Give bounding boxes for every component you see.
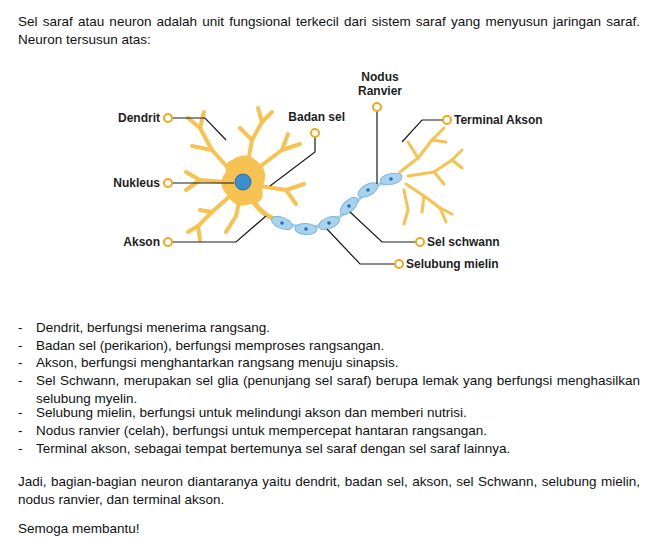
bullet-dash: - bbox=[18, 319, 32, 337]
dendrites bbox=[186, 108, 462, 240]
bullet-text: Nodus ranvier (celah), berfungsi untuk m… bbox=[36, 422, 640, 440]
schwann-cells bbox=[270, 171, 403, 235]
bullet-text: Selubung mielin, berfungsi untuk melindu… bbox=[36, 404, 640, 422]
bullet-text: Terminal akson, sebagai tempat bertemuny… bbox=[36, 440, 640, 458]
part-label: Dendrit bbox=[0, 111, 160, 125]
intro-paragraph: Sel saraf atau neuron adalah unit fungsi… bbox=[18, 13, 640, 48]
schwann-nuclei bbox=[280, 177, 393, 231]
bullet-dash: - bbox=[18, 354, 32, 372]
part-label: Nodus Ranvier bbox=[345, 70, 415, 98]
part-label: Sel schwann bbox=[427, 235, 577, 249]
closing-note: Semoga membantu! bbox=[18, 520, 318, 538]
part-label: Nukleus bbox=[0, 176, 160, 190]
part-label: Badan sel bbox=[0, 110, 345, 124]
axon-hillock bbox=[252, 200, 272, 218]
leader-dots bbox=[164, 103, 451, 268]
bullet-text: Sel Schwann, merupakan sel glia (penunja… bbox=[36, 372, 640, 407]
bullet-dash: - bbox=[18, 372, 32, 390]
part-label: Akson bbox=[0, 235, 160, 249]
bullet-dash: - bbox=[18, 440, 32, 458]
bullet-text: Badan sel (perikarion), berfungsi mempro… bbox=[36, 337, 640, 355]
bullet-text: Akson, berfungsi menghantarkan rangsang … bbox=[36, 354, 640, 372]
bullet-text: Dendrit, berfungsi menerima rangsang. bbox=[36, 319, 640, 337]
bullet-dash: - bbox=[18, 404, 32, 422]
cell-body bbox=[221, 155, 265, 205]
part-label: Selubung mielin bbox=[406, 257, 556, 271]
part-label: Terminal Akson bbox=[454, 113, 604, 127]
leader-lines bbox=[168, 107, 447, 264]
bullet-dash: - bbox=[18, 337, 32, 355]
conclusion-paragraph: Jadi, bagian-bagian neuron diantaranya y… bbox=[18, 473, 640, 508]
nucleus bbox=[235, 174, 251, 190]
bullet-dash: - bbox=[18, 422, 32, 440]
